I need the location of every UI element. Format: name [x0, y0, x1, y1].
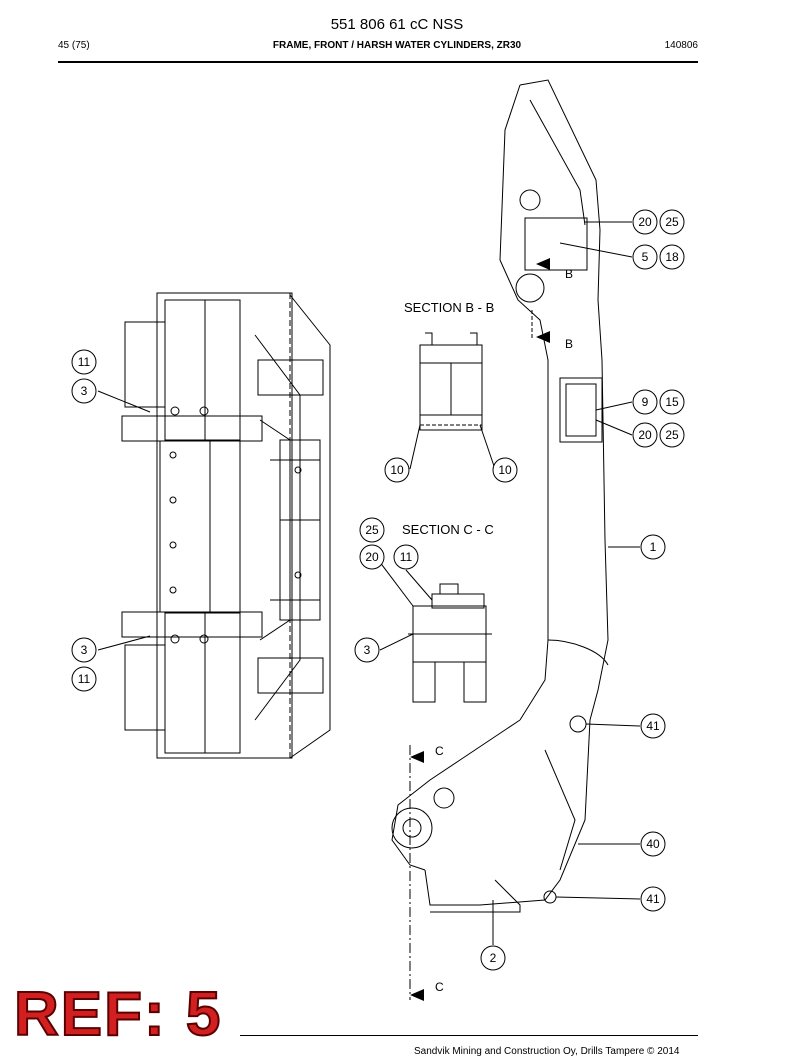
callout-label: 3 — [81, 384, 88, 398]
arrow-c-upper — [410, 751, 424, 763]
callout-circle — [632, 389, 658, 415]
callout-label: 20 — [638, 215, 652, 229]
page-number: 45 (75) — [58, 40, 90, 51]
callout-circle — [659, 422, 685, 448]
callout-label: 3 — [364, 643, 371, 657]
marker-b-lower: B — [565, 337, 573, 351]
callout-label: 25 — [365, 523, 379, 537]
callout-circle — [71, 349, 97, 375]
callout-label: 41 — [646, 892, 660, 906]
callout-circle — [632, 422, 658, 448]
callout-circle — [492, 457, 518, 483]
leader-lines — [97, 221, 641, 945]
callout-circle — [71, 637, 97, 663]
footer-rule — [240, 1035, 698, 1036]
frame-top-view — [121, 292, 331, 759]
callout-label: 3 — [81, 643, 88, 657]
callout-circle — [384, 457, 410, 483]
callout-circle — [71, 378, 97, 404]
callout-label: 5 — [642, 250, 649, 264]
callout-circle — [480, 945, 506, 971]
callout-circle — [393, 544, 419, 570]
marker-c-upper: C — [435, 744, 444, 758]
callout-label: 11 — [78, 672, 91, 686]
callout-circle — [359, 544, 385, 570]
callout-label: 20 — [365, 550, 379, 564]
section-c-view — [408, 583, 492, 703]
document-number: 551 806 61 cC NSS — [330, 16, 464, 33]
callout-label: 18 — [665, 250, 679, 264]
callout-label: 40 — [646, 837, 660, 851]
callout-circle — [640, 713, 666, 739]
document-date: 140806 — [664, 40, 698, 51]
callout-label: 15 — [665, 395, 679, 409]
callout-circle — [632, 209, 658, 235]
callout-label: 11 — [78, 355, 91, 369]
callout-circle — [659, 244, 685, 270]
arrow-b-upper — [536, 258, 550, 270]
sheet-title: FRAME, FRONT / HARSH WATER CYLINDERS, ZR… — [272, 40, 522, 51]
callout-label: 2 — [490, 951, 497, 965]
callout-label: 25 — [665, 215, 679, 229]
arrow-c-lower — [410, 989, 424, 1001]
footer-copyright: Sandvik Mining and Construction Oy, Dril… — [414, 1046, 680, 1057]
callout-circle — [659, 389, 685, 415]
callout-circle — [71, 666, 97, 692]
callout-circle — [359, 517, 385, 543]
callout-circle — [640, 886, 666, 912]
callout-label: 10 — [390, 463, 404, 477]
callout-layer: 20 25 5 18 9 15 20 25 1 41 40 41 2 11 3 3 11 10 10 25 20 11 3 — [71, 209, 685, 971]
callout-circle — [354, 637, 380, 663]
marker-c-lower: C — [435, 980, 444, 994]
marker-b-upper: B — [565, 267, 573, 281]
callout-label: 20 — [638, 428, 652, 442]
callout-label: 9 — [642, 395, 649, 409]
callout-label: 10 — [498, 463, 512, 477]
section-b-label: SECTION B - B — [404, 300, 495, 315]
section-b-view — [419, 332, 483, 431]
callout-circle — [659, 209, 685, 235]
callout-label: 1 — [650, 540, 657, 554]
callout-label: 25 — [665, 428, 679, 442]
header-rule — [58, 61, 698, 63]
callout-circle — [640, 534, 666, 560]
boom-side-view — [391, 79, 609, 1000]
ref-stamp: REF: 5 — [13, 980, 223, 1049]
callout-circle — [640, 831, 666, 857]
callout-label: 41 — [646, 719, 660, 733]
callout-circle — [632, 244, 658, 270]
callout-label: 11 — [400, 550, 413, 564]
arrow-b-lower — [536, 331, 550, 343]
section-c-label: SECTION C - C — [402, 522, 494, 537]
